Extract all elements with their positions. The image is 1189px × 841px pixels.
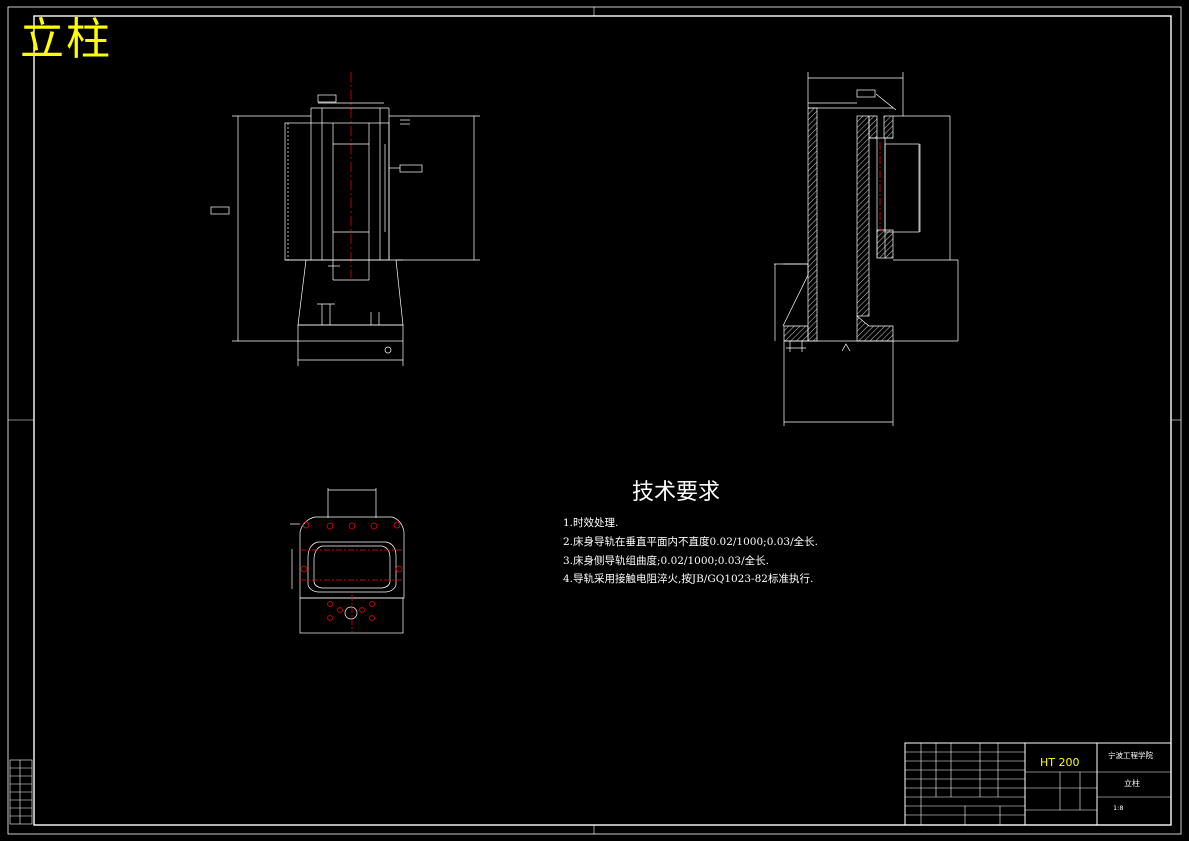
requirement-item: 4.导轨采用接触电阻淬火,按JB/GQ1023-82标准执行. (563, 573, 814, 585)
top-view-holes (300, 521, 404, 632)
title-block-scale: 1:8 (1113, 804, 1124, 812)
inner-border (33, 15, 1172, 826)
side-view (774, 72, 959, 426)
requirement-item: 3.床身侧导轨组曲度;0.02/1000;0.03/全长. (563, 555, 769, 567)
technical-requirements-heading: 技术要求 (632, 480, 721, 505)
flatness-frame-icon (317, 94, 337, 103)
left-strip-table (9, 759, 33, 825)
title-block-part-name: 立柱 (1124, 779, 1140, 788)
title-block-school: 宁波工程学院 (1108, 751, 1153, 760)
requirement-item: 2.床身导轨在垂直平面内不直度0.02/1000;0.03/全长. (563, 536, 818, 548)
outer-border (7, 6, 1182, 835)
datum-symbol-icon (384, 346, 392, 354)
top-view (290, 488, 405, 634)
requirement-item: 1.时效处理. (563, 517, 619, 529)
surface-finish-icon (841, 343, 851, 352)
drawing-title: 立柱 (20, 14, 112, 65)
title-block-material: HT 200 (1040, 756, 1080, 769)
title-block (904, 742, 1172, 826)
front-view (210, 72, 480, 366)
